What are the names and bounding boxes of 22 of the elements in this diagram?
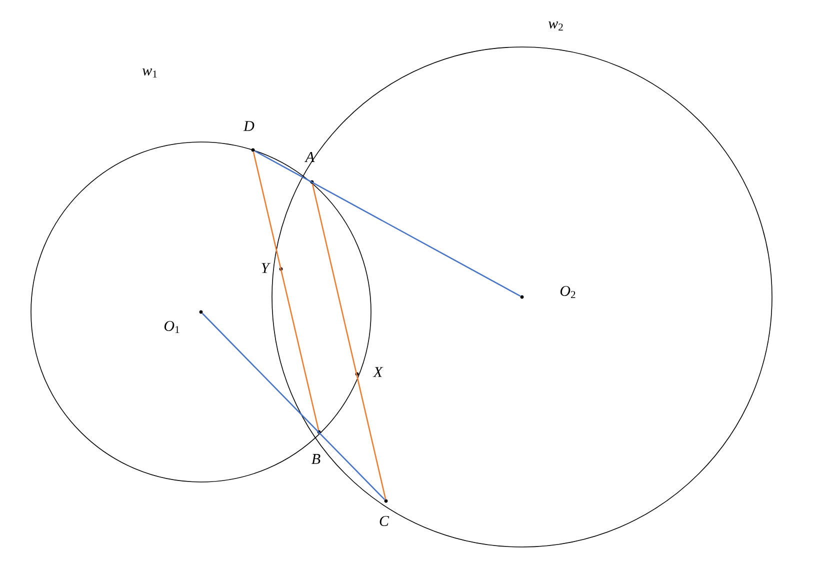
point: O$_{1}$ (164, 310, 203, 334)
node-label: A (304, 152, 315, 162)
point: D (243, 121, 255, 152)
node-label: X (372, 367, 384, 377)
line-segment (202, 312, 386, 500)
line-segment (254, 150, 521, 297)
node-label: w$_{1}$ (142, 68, 157, 78)
node-label: B (312, 454, 320, 464)
node-label: O$_{2}$ (560, 286, 576, 298)
node-label: C (380, 516, 390, 526)
point: C (380, 499, 390, 526)
node-label: D (243, 121, 254, 131)
node-label: O$_{1}$ (164, 320, 180, 334)
line-segment (312, 184, 386, 500)
point: B (312, 430, 321, 464)
line-segment (252, 152, 320, 430)
node-label: Y (262, 263, 271, 273)
point: Y (262, 263, 283, 273)
node-label: w$_{2}$ (548, 21, 563, 31)
point: X (355, 367, 384, 377)
point: O$_{2}$ (520, 286, 576, 299)
point: A (304, 152, 315, 184)
